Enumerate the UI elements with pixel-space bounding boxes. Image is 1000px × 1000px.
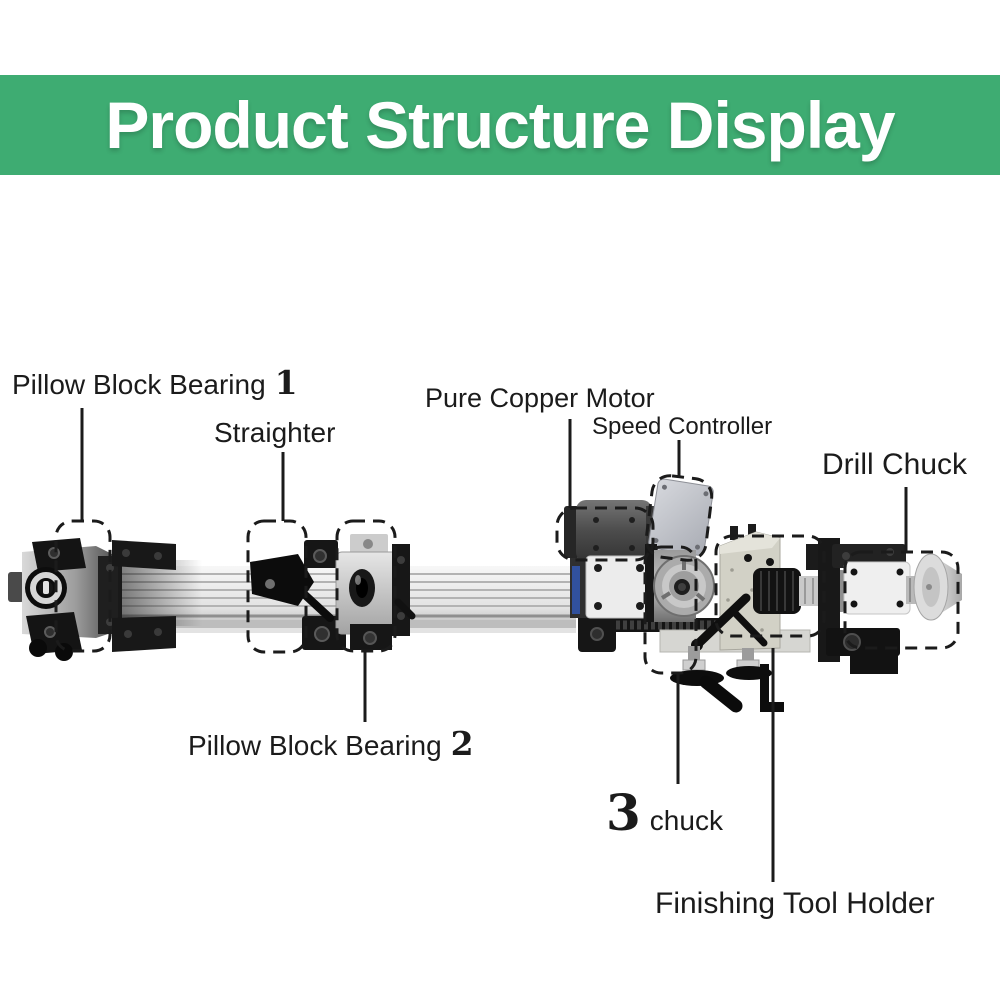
callout-box-chuck [643, 545, 698, 675]
label-straighter: Straighter [214, 417, 335, 449]
motor-mount [570, 555, 653, 619]
label-text: Pure Copper Motor [425, 383, 655, 413]
straighter-part [250, 540, 346, 650]
speed-controller-part [648, 478, 714, 556]
label-pure-copper-motor: Pure Copper Motor [425, 383, 655, 414]
leader-lines [80, 408, 908, 882]
label-chuck: 3 chuck [606, 788, 723, 838]
label-text: Finishing Tool Holder [655, 887, 935, 920]
chuck-part [645, 544, 715, 622]
callout-box-speed-controller [644, 474, 714, 562]
label-text: Drill Chuck [822, 448, 968, 481]
tailstock-part [806, 538, 962, 674]
label-pillow-block-bearing-1: Pillow Block Bearing 1 [12, 366, 298, 401]
label-finishing-tool-holder: Finishing Tool Holder [655, 887, 935, 922]
machine-photo [8, 478, 962, 713]
label-drill-chuck: Drill Chuck [822, 448, 967, 483]
label-pillow-block-bearing-2: Pillow Block Bearing 2 [188, 727, 474, 762]
pillow-block-bearing-2-part [335, 534, 416, 650]
page-title: Product Structure Display [105, 88, 895, 162]
pillow-block-bearing-1-part [22, 538, 202, 661]
label-number: 1 [274, 363, 298, 402]
label-text: Pillow Block Bearing [188, 730, 442, 761]
label-text: Straighter [214, 417, 336, 448]
clamp-handles [670, 646, 784, 713]
label-text: Speed Controller [592, 413, 773, 440]
callout-box-motor [555, 506, 655, 562]
callout-box-straighter [246, 519, 308, 654]
label-number: 3 [606, 783, 641, 842]
label-text: chuck [649, 805, 723, 836]
rail-brackets [112, 540, 176, 652]
callout-box-tool-holder [714, 534, 826, 638]
title-banner: Product Structure Display [0, 75, 1000, 175]
label-speed-controller: Speed Controller [592, 413, 772, 441]
label-text: Pillow Block Bearing [12, 369, 266, 400]
label-number: 2 [450, 724, 474, 763]
callout-box-drill-chuck [843, 550, 960, 650]
